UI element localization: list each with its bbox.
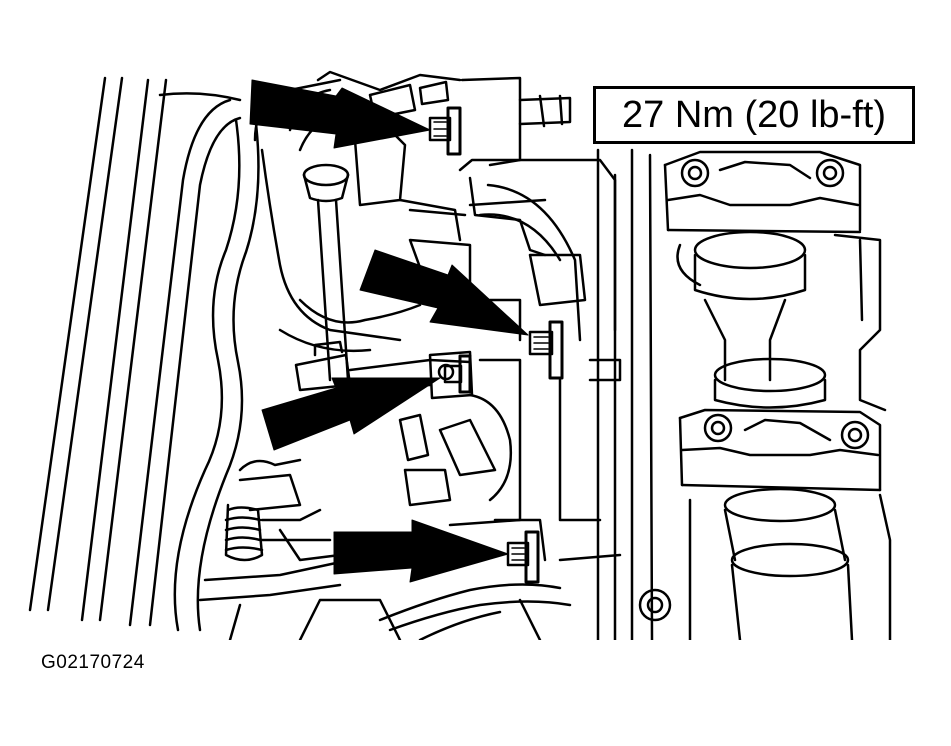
bolt-3 (443, 354, 472, 394)
bolt-1 (428, 106, 462, 156)
central-housing (398, 158, 622, 562)
driveshaft (676, 230, 887, 412)
lower-bearing-cap (678, 408, 882, 492)
bolt-4 (506, 530, 540, 584)
figure-id-label: G02170724 (41, 652, 145, 673)
lower-shaft (638, 487, 892, 640)
bottom-cables (228, 553, 622, 640)
lower-left-spring (198, 458, 422, 602)
arrow-to-bolt-4 (333, 519, 509, 583)
arrow-to-bolt-3 (261, 377, 441, 451)
torque-spec-label: 27 Nm (20 lb-ft) (593, 86, 915, 144)
bolt-2 (528, 320, 564, 380)
pointer-arrows (249, 79, 529, 583)
arrow-to-bolt-1 (249, 79, 431, 149)
engine-bay-line-drawing (28, 70, 892, 640)
center-divider-lines (596, 148, 654, 640)
left-frame-lines (28, 76, 260, 632)
arrow-to-bolt-2 (359, 249, 529, 336)
upper-bearing-cap (663, 150, 862, 234)
